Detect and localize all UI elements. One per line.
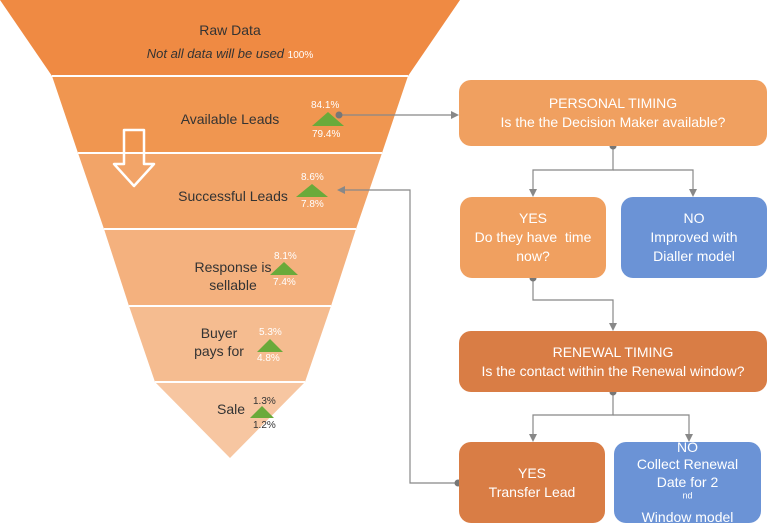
sale-bottom-pct: 1.2% <box>253 420 276 431</box>
funnel-stage-raw-data <box>0 0 460 76</box>
personal-timing-question: Is the the Decision Maker available? <box>500 114 726 130</box>
indicator-triangles <box>250 112 344 418</box>
no-dialler-line1: Improved with <box>650 229 738 246</box>
arrowheads <box>337 111 697 442</box>
no-dialler-line2: Dialler model <box>653 247 735 264</box>
triangle-up-icon <box>270 262 298 275</box>
funnel-separators <box>52 75 408 383</box>
no-renewal-line3: Window model <box>641 508 734 525</box>
buyer-pays-top-pct: 5.3% <box>259 327 282 338</box>
successful-leads-top-pct: 8.6% <box>301 172 324 183</box>
buyer-pays-bottom-pct: 4.8% <box>257 353 280 364</box>
triangle-up-icon <box>257 339 283 352</box>
raw-data-label: Raw Data Not all data will be used 100% <box>130 22 330 62</box>
triangle-up-icon <box>312 112 344 126</box>
renewal-timing-box: RENEWAL TIMING Is the contact within the… <box>459 331 767 392</box>
successful-leads-bottom-pct: 7.8% <box>301 199 324 210</box>
triangle-up-icon <box>296 184 328 197</box>
no-dialler-box: NO Improved with Dialler model <box>621 197 767 278</box>
raw-data-note: Not all data will be used <box>146 45 285 61</box>
personal-timing-title: PERSONAL TIMING <box>548 95 678 112</box>
successful-leads-label: Successful Leads <box>178 188 288 204</box>
available-leads-bottom-pct: 79.4% <box>312 129 341 140</box>
raw-data-title: Raw Data <box>199 22 261 38</box>
sale-label: Sale <box>216 401 246 417</box>
sale-top-pct: 1.3% <box>253 396 276 407</box>
yes-transfer-box: YES Transfer Lead <box>459 442 605 523</box>
down-arrow-icon <box>112 128 156 188</box>
flow-connectors <box>339 114 694 484</box>
renewal-timing-title: RENEWAL TIMING <box>552 343 674 360</box>
yes-time-box: YES Do they have time now? <box>460 197 606 278</box>
yes-transfer-text: Transfer Lead <box>488 483 576 500</box>
raw-data-value: 100% <box>287 49 314 61</box>
triangle-up-icon <box>250 406 274 418</box>
available-leads-label: Available Leads <box>180 111 280 127</box>
personal-timing-box: PERSONAL TIMING Is the the Decision Make… <box>459 80 767 146</box>
connector-dots <box>335 111 617 487</box>
response-sellable-top-pct: 8.1% <box>274 251 297 262</box>
yes-time-line1: Do they have time <box>474 229 592 246</box>
funnel-stage-sale <box>155 382 305 458</box>
funnel-stage-successful-leads <box>78 153 382 229</box>
funnel-stage-response-sellable <box>104 229 356 306</box>
yes-time-line2: now? <box>516 247 550 264</box>
yes-transfer-title: YES <box>517 464 546 481</box>
response-sellable-bottom-pct: 7.4% <box>273 277 296 288</box>
renewal-timing-question: Is the contact within the Renewal window… <box>481 362 745 379</box>
funnel-stage-buyer-pays <box>129 306 331 382</box>
no-renewal-line1: Collect Renewal <box>636 456 739 473</box>
response-sellable-label: Response is sellable <box>194 259 272 293</box>
buyer-pays-label: Buyer pays for <box>194 325 244 359</box>
no-dialler-title: NO <box>683 210 705 227</box>
available-leads-top-pct: 84.1% <box>311 100 340 111</box>
yes-time-title: YES <box>518 210 547 227</box>
no-renewal-title: NO <box>677 438 698 455</box>
funnel-stage-available-leads <box>52 76 408 153</box>
